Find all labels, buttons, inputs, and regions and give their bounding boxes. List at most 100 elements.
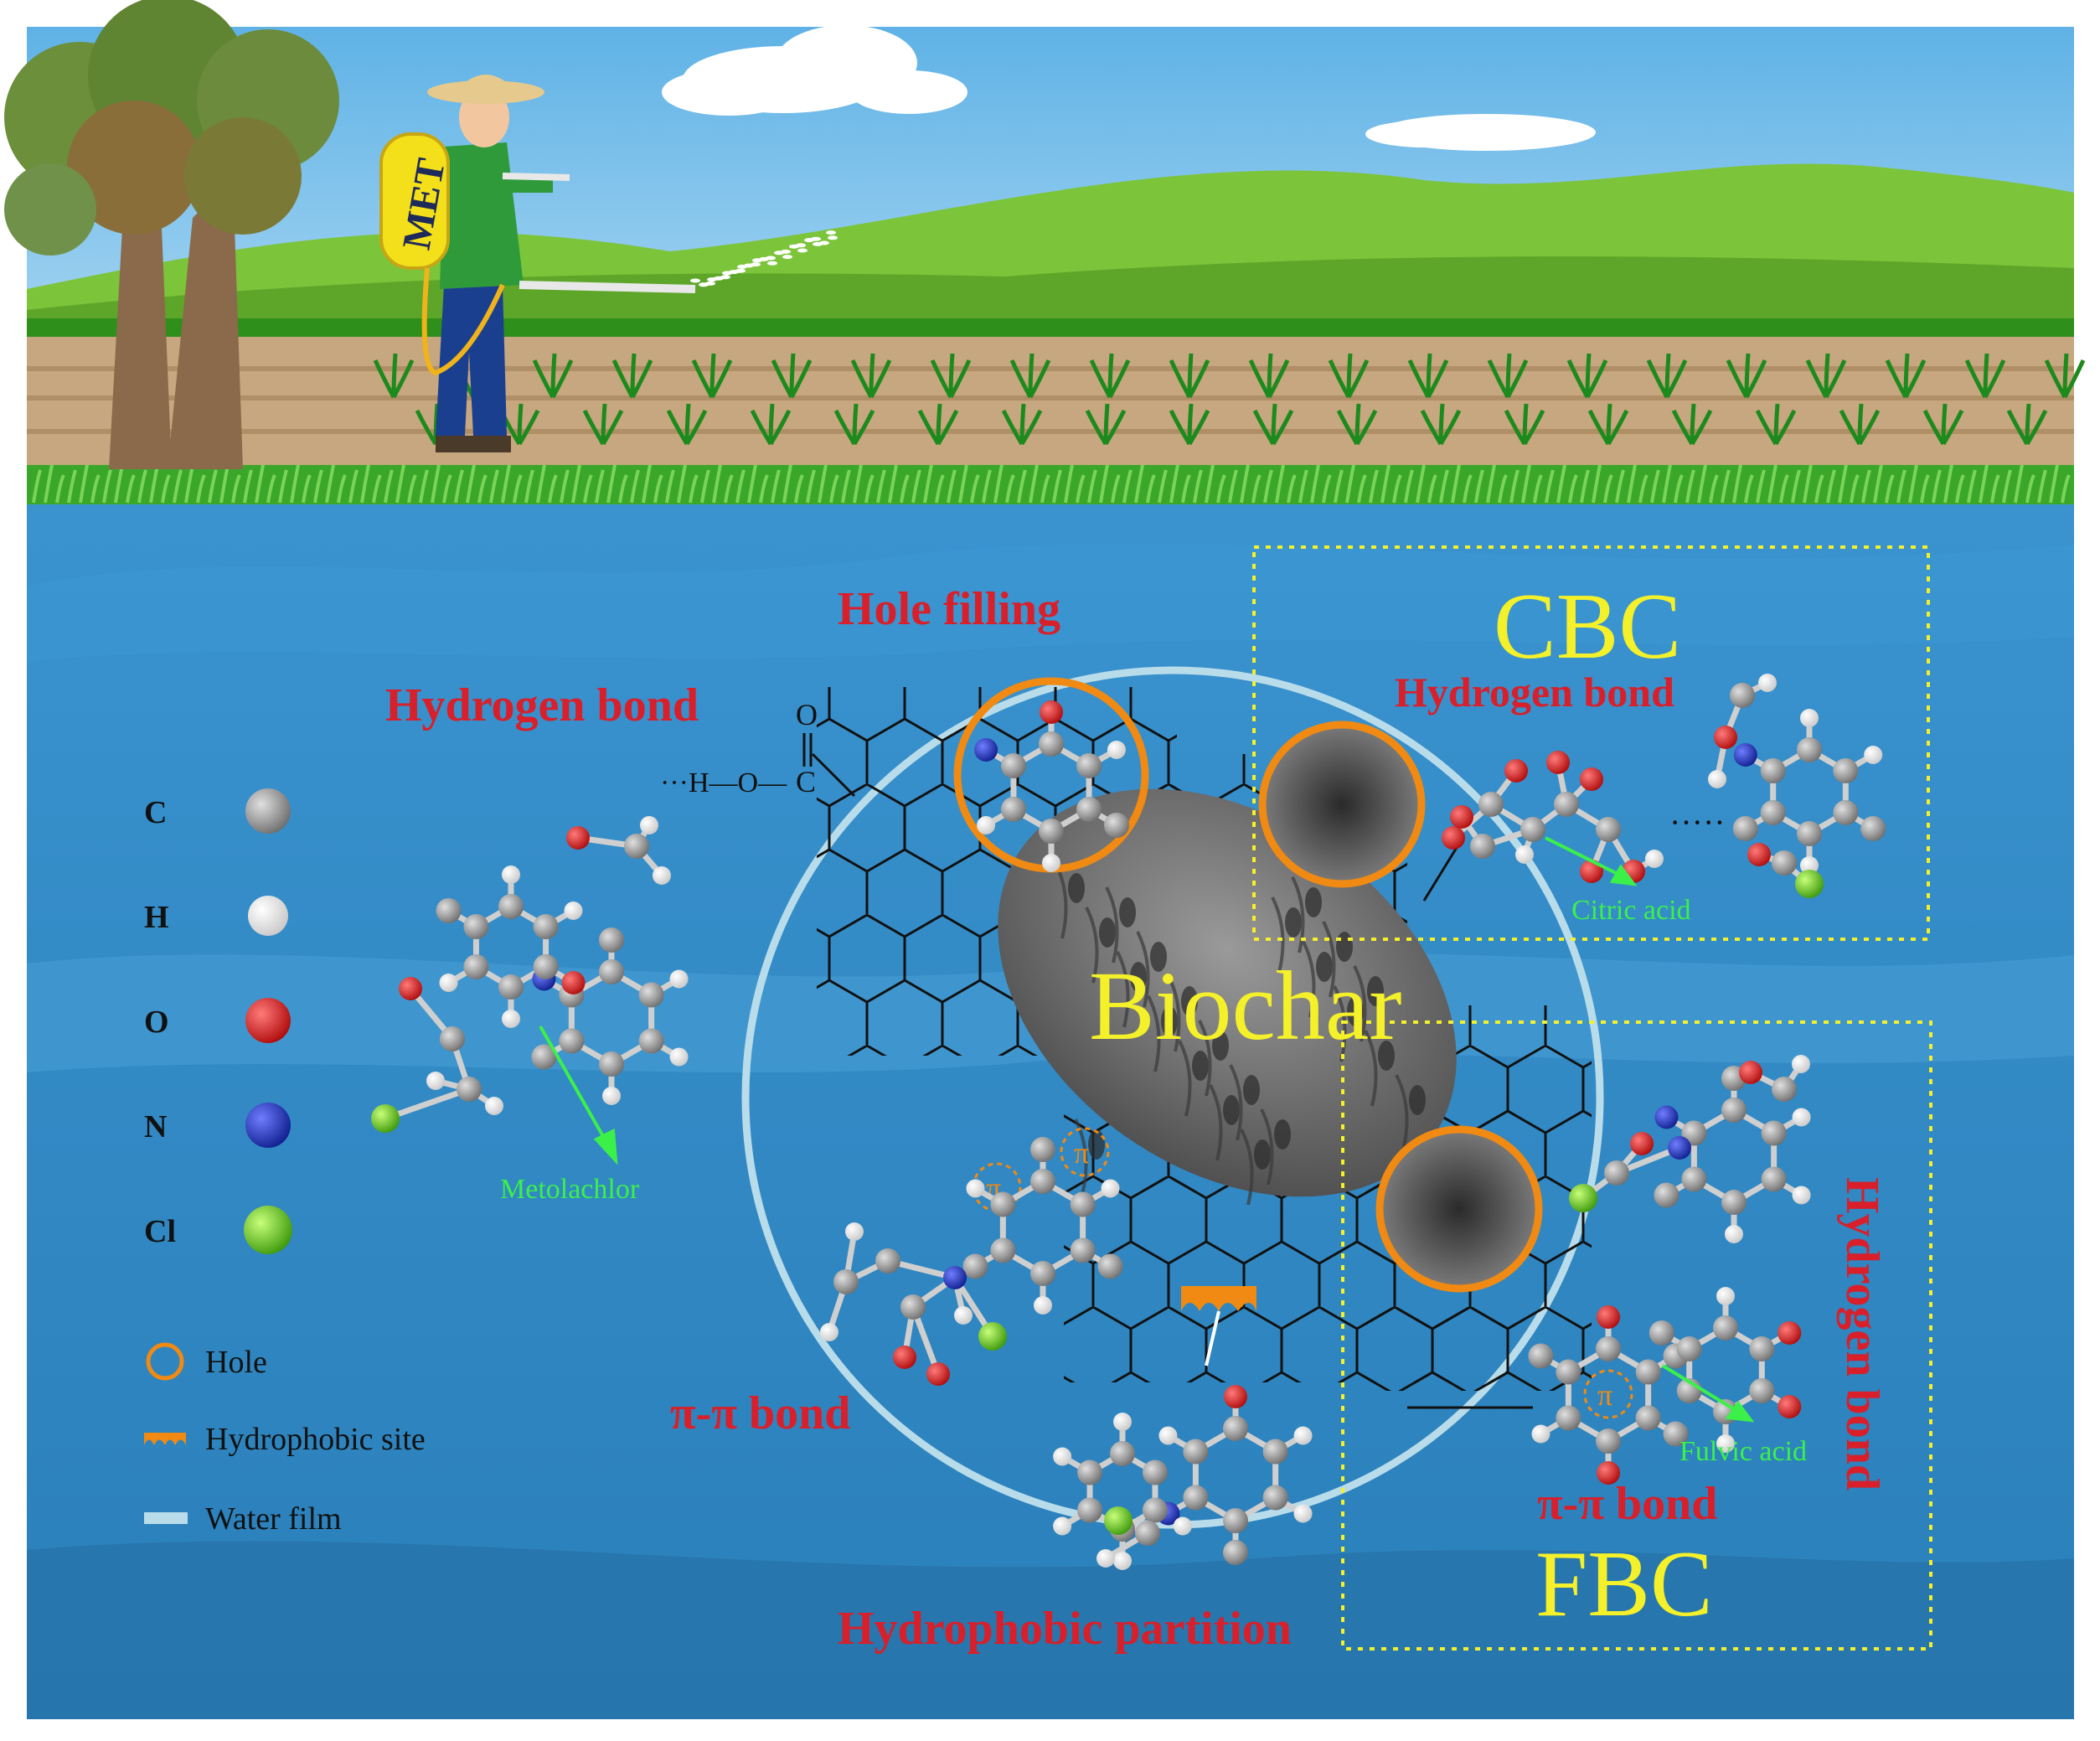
molecule-models bbox=[371, 674, 1886, 1570]
seedling bbox=[666, 403, 708, 446]
hole-ring-sem-top bbox=[1258, 721, 1426, 888]
metolachlor-pi-chain bbox=[820, 1222, 1007, 1386]
seedling bbox=[1587, 403, 1629, 446]
legend-symbol-n: N bbox=[144, 1109, 167, 1144]
sprayer-tank bbox=[379, 132, 450, 270]
field-scene: MET bbox=[4, 0, 2086, 504]
seedling bbox=[1755, 403, 1797, 446]
legend-hole-label: Hole bbox=[205, 1345, 267, 1380]
seedling bbox=[850, 353, 892, 399]
soil-field bbox=[27, 337, 2074, 465]
biochar-label: Biochar bbox=[1089, 951, 1402, 1061]
metolachlor-fbc-chain bbox=[1569, 1055, 1810, 1212]
seedling bbox=[917, 403, 959, 446]
seedling bbox=[1252, 403, 1294, 446]
fbc-title: FBC bbox=[1535, 1532, 1713, 1636]
hydrophobic-site-legend-icon bbox=[144, 1433, 186, 1445]
citric-acid bbox=[1442, 751, 1664, 883]
pi-markers bbox=[972, 1127, 1633, 1419]
metolachlor-bottom-chain bbox=[1096, 1506, 1160, 1568]
seedling bbox=[2044, 353, 2086, 399]
hbond-dots-cbc: ····· bbox=[1669, 803, 1726, 841]
cbc-panel bbox=[1252, 545, 1930, 941]
seedling bbox=[1805, 353, 1847, 399]
seedling bbox=[1504, 403, 1545, 446]
carboxyl-carbon: C bbox=[796, 765, 816, 798]
rice-seedlings bbox=[373, 353, 2086, 446]
seedling bbox=[833, 403, 875, 446]
seedling bbox=[582, 403, 624, 446]
pi-symbol-2: π bbox=[1074, 1136, 1089, 1170]
key-legend: Hole Hydrophobic site Water film bbox=[144, 1342, 426, 1537]
metolachlor-cbc bbox=[1732, 709, 1886, 875]
carboxyl-fragment: O C ···H—O— bbox=[660, 698, 818, 798]
seedling bbox=[1922, 403, 1964, 446]
seedling bbox=[532, 353, 574, 399]
label-arrows bbox=[539, 836, 1755, 1423]
metolachlor-fbc bbox=[1654, 1066, 1811, 1243]
citric-acid-label: Citric acid bbox=[1571, 895, 1691, 926]
seedling bbox=[1169, 403, 1210, 446]
seedling bbox=[1964, 353, 2006, 399]
seedling bbox=[611, 353, 653, 399]
pi-symbol-3: π bbox=[1597, 1378, 1612, 1412]
water-film-circle bbox=[741, 666, 1604, 1529]
seedling bbox=[1671, 403, 1713, 446]
seedling bbox=[691, 353, 733, 399]
seedling bbox=[1885, 353, 1927, 399]
seedling bbox=[930, 353, 972, 399]
atom-legend: C H O N Cl bbox=[144, 788, 292, 1254]
fulvic-acid bbox=[1528, 1305, 1689, 1485]
seedling bbox=[1328, 353, 1370, 399]
hole-legend-icon bbox=[146, 1342, 184, 1381]
cbc-title: CBC bbox=[1494, 575, 1681, 679]
seedling bbox=[1487, 353, 1529, 399]
fulvic-acid-label: Fulvic acid bbox=[1679, 1436, 1807, 1467]
farmer-sprayer: MET bbox=[379, 75, 838, 452]
seedling bbox=[2006, 403, 2048, 446]
legend-symbol-c: C bbox=[144, 795, 167, 830]
label-pi-pi-bond-fbc: π-π bond bbox=[1537, 1478, 1717, 1530]
hole-rings bbox=[953, 677, 1543, 1293]
seedling bbox=[373, 353, 415, 399]
seedling bbox=[1420, 403, 1462, 446]
seedling bbox=[1089, 353, 1131, 399]
seedling bbox=[1336, 403, 1378, 446]
fbc-panel bbox=[1341, 1020, 1932, 1651]
legend-symbol-o: O bbox=[144, 1005, 169, 1040]
metolachlor-left-2 bbox=[436, 865, 586, 1028]
legend-atom-cl bbox=[244, 1206, 292, 1254]
metolachlor-hole bbox=[974, 700, 1129, 872]
seedling bbox=[1169, 353, 1210, 399]
legend-symbol-cl: Cl bbox=[144, 1214, 176, 1249]
label-hydrophobic-partition: Hydrophobic partition bbox=[838, 1603, 1292, 1655]
seedling bbox=[1646, 353, 1688, 399]
legend-atom-o bbox=[245, 998, 291, 1043]
seedling bbox=[1009, 353, 1051, 399]
seedling bbox=[1085, 403, 1127, 446]
metolachlor-cbc-chain bbox=[1708, 674, 1824, 898]
water-film-legend-icon bbox=[144, 1512, 188, 1524]
seedling bbox=[771, 353, 813, 399]
hydrophobic-site bbox=[1181, 1286, 1256, 1311]
metolachlor-pi bbox=[962, 1137, 1123, 1315]
seedling bbox=[1839, 403, 1881, 446]
label-hydrogen-bond-fbc: Hydrogen bond bbox=[1836, 1177, 1888, 1490]
metolachlor-label: Metolachlor bbox=[500, 1174, 640, 1205]
legend-water-film-label: Water film bbox=[205, 1501, 342, 1537]
biochar-particle: Biochar bbox=[998, 788, 1457, 1206]
seedling bbox=[1001, 403, 1043, 446]
legend-atom-n bbox=[245, 1103, 291, 1148]
legend-atom-c bbox=[245, 788, 291, 834]
legend-symbol-h: H bbox=[144, 900, 169, 935]
label-hydrogen-bond-left: Hydrogen bond bbox=[385, 679, 699, 731]
seedling bbox=[1407, 353, 1449, 399]
cloud bbox=[662, 25, 1596, 151]
label-hole-filling: Hole filling bbox=[838, 583, 1060, 635]
legend-atom-h bbox=[248, 896, 288, 936]
seedling bbox=[1248, 353, 1290, 399]
carboxyl-chain: ···H—O— bbox=[660, 767, 787, 798]
seedling bbox=[1726, 353, 1767, 399]
legend-hydrophobic-site-label: Hydrophobic site bbox=[205, 1422, 426, 1457]
